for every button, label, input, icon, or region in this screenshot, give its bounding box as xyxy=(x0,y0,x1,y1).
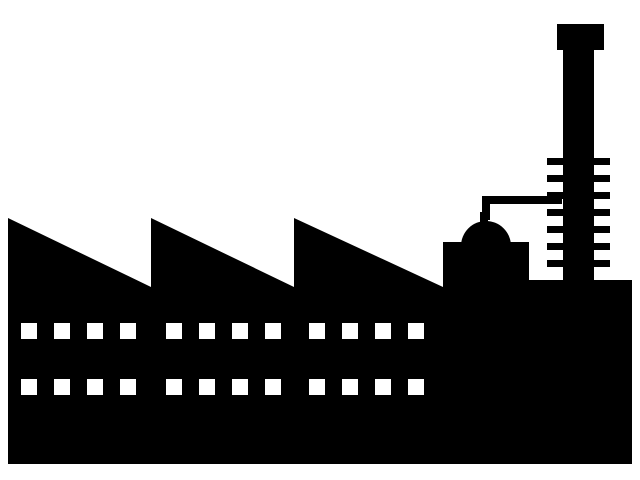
chimney-ring xyxy=(547,209,610,216)
dome-tank xyxy=(461,221,511,246)
factory-window xyxy=(54,323,70,339)
factory-window xyxy=(120,323,136,339)
factory-window xyxy=(21,323,37,339)
factory-window xyxy=(265,323,281,339)
factory-window xyxy=(199,323,215,339)
annex-building xyxy=(443,242,529,464)
factory-window xyxy=(166,379,182,395)
factory-window xyxy=(120,379,136,395)
pipe-horizontal xyxy=(482,196,562,204)
factory-window xyxy=(265,379,281,395)
chimney-cap xyxy=(557,24,604,50)
factory-window xyxy=(232,323,248,339)
factory-window xyxy=(309,323,325,339)
chimney-ring xyxy=(547,226,610,233)
chimney-base-block xyxy=(529,280,632,464)
factory-window xyxy=(408,379,424,395)
pipe-vertical xyxy=(482,198,490,220)
chimney-ring xyxy=(547,175,610,182)
factory-window xyxy=(342,379,358,395)
factory-window xyxy=(21,379,37,395)
factory-window xyxy=(342,323,358,339)
factory-window xyxy=(199,379,215,395)
factory-window xyxy=(375,323,391,339)
factory-windows xyxy=(21,323,424,395)
factory-window xyxy=(232,379,248,395)
factory-window xyxy=(54,379,70,395)
chimney-ring xyxy=(547,192,610,199)
factory-window xyxy=(87,379,103,395)
chimney-ring xyxy=(547,158,610,165)
factory-window xyxy=(87,323,103,339)
factory-window xyxy=(166,323,182,339)
chimney-ring xyxy=(547,243,610,250)
sawtooth-factory-building xyxy=(8,218,443,464)
factory-window xyxy=(309,379,325,395)
factory-window xyxy=(408,323,424,339)
factory-window xyxy=(375,379,391,395)
chimney-ring xyxy=(547,260,610,267)
chimney-rings xyxy=(547,158,610,267)
